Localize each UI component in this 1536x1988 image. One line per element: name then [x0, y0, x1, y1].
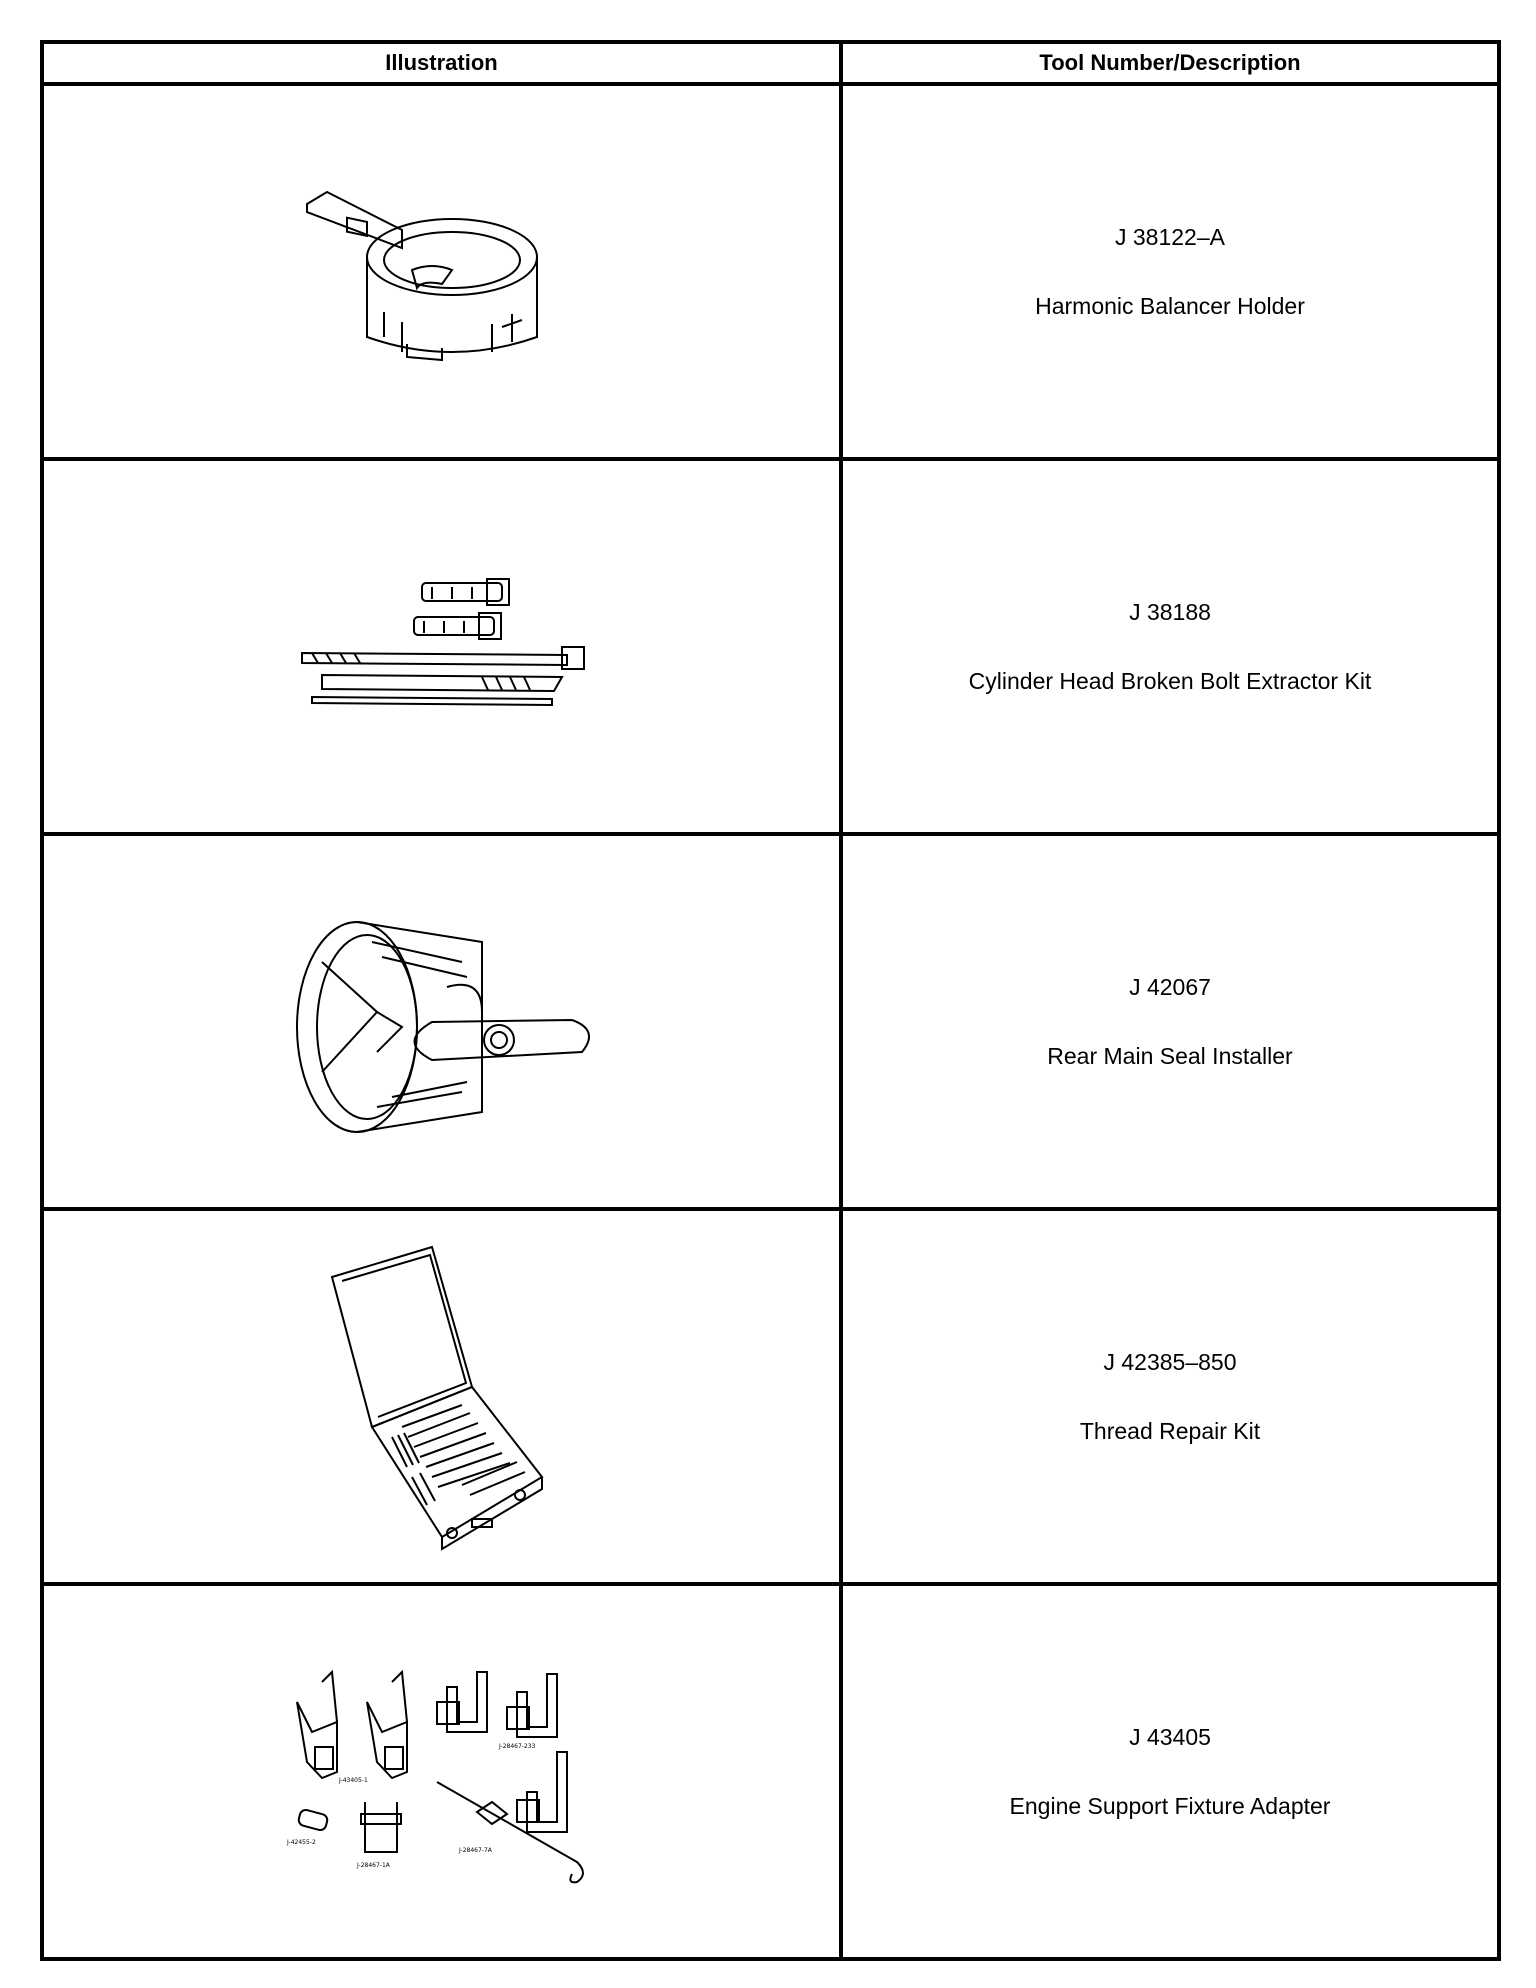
part-label: J-28467-7A: [458, 1847, 493, 1854]
description-cell: J 38188 Cylinder Head Broken Bolt Extrac…: [839, 457, 1501, 836]
tool-description: Cylinder Head Broken Bolt Extractor Kit: [968, 667, 1372, 694]
tool-description: Harmonic Balancer Holder: [1035, 292, 1305, 319]
part-label: J-43405-1: [338, 1777, 368, 1784]
table-row: J 38122–A Harmonic Balancer Holder: [40, 82, 1501, 461]
tool-number: J 42385–850: [1103, 1348, 1237, 1375]
tool-number: J 42067: [1129, 973, 1211, 1000]
illustration-cell: [40, 832, 843, 1211]
harmonic-balancer-holder-illustration: [305, 190, 538, 361]
tool-table: Illustration Tool Number/Description J 3…: [40, 40, 1501, 1961]
table-row: J 42385–850 Thread Repair Kit: [40, 1207, 1501, 1586]
tool-number: J 38188: [1129, 598, 1211, 625]
table-row: J 42067 Rear Main Seal Installer: [40, 832, 1501, 1211]
header-row: Illustration Tool Number/Description: [40, 40, 1501, 86]
description-cell: J 42385–850 Thread Repair Kit: [839, 1207, 1501, 1586]
part-label: J-42455-2: [286, 1839, 316, 1846]
illustration-cell: [40, 82, 843, 461]
tool-description: Thread Repair Kit: [1079, 1417, 1261, 1444]
description-cell: J 42067 Rear Main Seal Installer: [839, 832, 1501, 1211]
illustration-header: Illustration: [40, 40, 843, 86]
illustration-cell: [40, 1207, 843, 1586]
part-label: J-28467-233: [498, 1743, 536, 1750]
tool-number: J 43405: [1129, 1723, 1211, 1750]
part-label: J-28467-1A: [356, 1862, 391, 1869]
illustration-cell: [40, 457, 843, 836]
illustration-cell: J-43405-1 J-28467-233 J-42455-2 J-28467-…: [40, 1582, 843, 1961]
tool-description: Engine Support Fixture Adapter: [1009, 1792, 1331, 1819]
engine-support-fixture-adapter-illustration: J-43405-1 J-28467-233 J-42455-2 J-28467-…: [286, 1669, 584, 1883]
description-cell: J 38122–A Harmonic Balancer Holder: [839, 82, 1501, 461]
tool-number: J 38122–A: [1115, 223, 1225, 250]
table-row: J 38188 Cylinder Head Broken Bolt Extrac…: [40, 457, 1501, 836]
bolt-extractor-kit-illustration: [300, 577, 585, 706]
thread-repair-kit-illustration: [330, 1245, 543, 1551]
table-row: J-43405-1 J-28467-233 J-42455-2 J-28467-…: [40, 1582, 1501, 1961]
rear-main-seal-installer-illustration: [295, 920, 590, 1133]
tool-description: Rear Main Seal Installer: [1047, 1042, 1293, 1069]
description-cell: J 43405 Engine Support Fixture Adapter: [839, 1582, 1501, 1961]
tool-description-header: Tool Number/Description: [839, 40, 1501, 86]
